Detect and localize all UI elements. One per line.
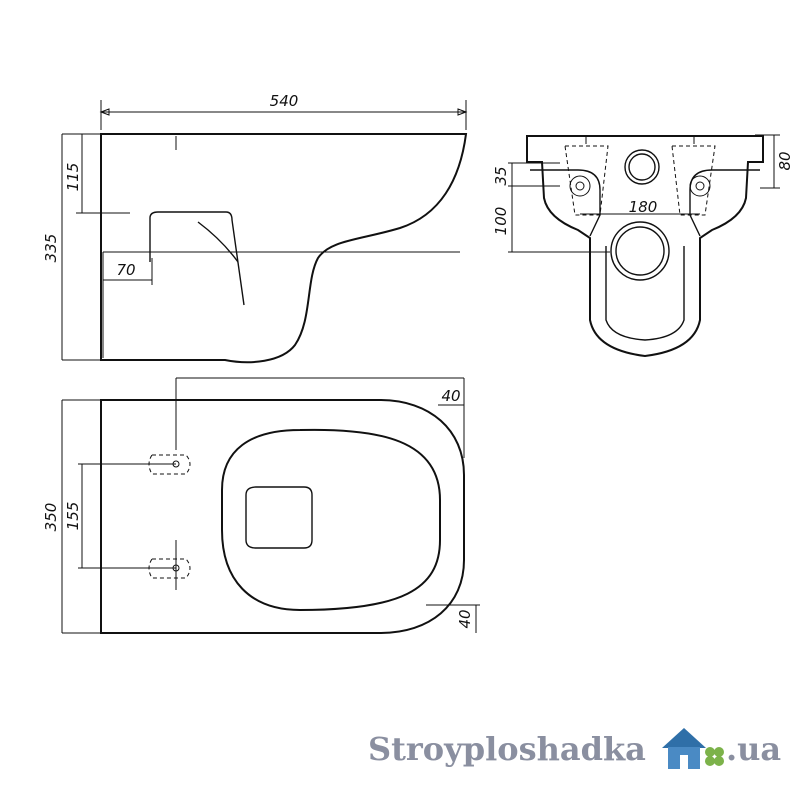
house-logo-icon — [662, 728, 706, 769]
watermark-brand: Stroyploshadka — [368, 730, 646, 768]
dim-length: 540 — [270, 92, 299, 110]
dim-outlet-offset: 70 — [116, 261, 135, 279]
watermark: Stroyploshadka .ua — [368, 728, 781, 769]
dim-fixing-height: 35 — [492, 166, 510, 185]
dim-rim-offset: 115 — [64, 163, 82, 192]
dim-front-margin-top: 40 — [441, 387, 460, 405]
watermark-tld: .ua — [726, 730, 781, 768]
dim-back-height: 80 — [776, 151, 794, 170]
dim-width: 350 — [42, 503, 60, 532]
dim-bolt-distance: 180 — [629, 198, 658, 216]
top-view: 40 350 155 40 — [42, 377, 480, 634]
clover-icon — [705, 747, 724, 766]
dim-bolt-spacing: 155 — [64, 502, 82, 531]
dim-front-margin-bottom: 40 — [456, 609, 474, 628]
dim-outlet-height: 100 — [492, 207, 510, 236]
rear-view: 80 35 100 180 — [492, 134, 794, 358]
dim-height: 335 — [42, 234, 60, 263]
side-view: 540 335 115 70 — [42, 92, 468, 364]
